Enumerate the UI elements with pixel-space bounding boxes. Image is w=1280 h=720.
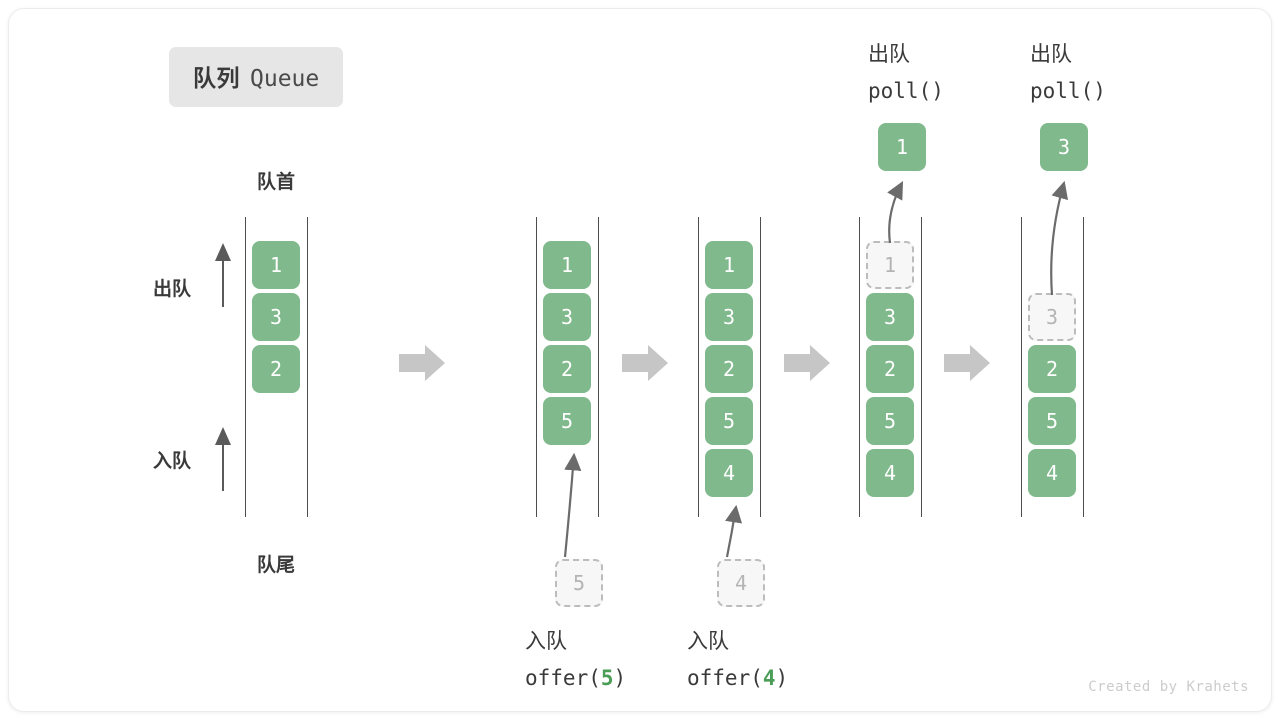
- queue-element-box: 1: [252, 241, 300, 289]
- title-english: Queue: [250, 66, 320, 92]
- offer-curve-arrow: [563, 452, 582, 558]
- operation-argument: 4: [762, 666, 776, 690]
- queue-rail-right: [921, 217, 922, 517]
- operation-label-code: offer(5): [525, 666, 627, 690]
- step-arrow-shape: [399, 345, 445, 381]
- watermark: Created by Krahets: [1088, 679, 1249, 695]
- operation-label-chinese: 入队: [687, 630, 729, 653]
- operation-label-offer-4: 入队 offer(4): [687, 624, 788, 696]
- queue-element-box: 4: [1028, 449, 1076, 497]
- popped-element-box: 1: [878, 123, 926, 171]
- operation-argument: 5: [600, 666, 614, 690]
- step-arrow-shape: [944, 345, 990, 381]
- queue-ghost-box: 1: [866, 241, 914, 289]
- step-arrow-1: [399, 345, 445, 381]
- queue-rail-left: [245, 217, 246, 517]
- queue-element-box: 3: [705, 293, 753, 341]
- queue-element-box: 2: [866, 345, 914, 393]
- step-arrow-2: [622, 345, 668, 381]
- queue-element-box: 3: [866, 293, 914, 341]
- queue-element-box: 5: [705, 397, 753, 445]
- queue-element-box: 5: [543, 397, 591, 445]
- enqueue-side-label: 入队: [153, 451, 192, 472]
- queue-element-box: 2: [543, 345, 591, 393]
- step-arrow-3: [784, 345, 830, 381]
- operation-label-code: poll(): [868, 79, 944, 103]
- operation-label-chinese: 出队: [1030, 43, 1072, 66]
- queue-rail-right: [760, 217, 761, 517]
- queue-element-box: 2: [1028, 345, 1076, 393]
- operation-label-poll-3: 出队 poll(): [1030, 37, 1106, 109]
- poll-curve-arrow: [1050, 180, 1069, 296]
- step-arrow-shape: [622, 345, 668, 381]
- operation-label-chinese: 出队: [868, 43, 910, 66]
- pending-enqueue-ghost-box: 4: [717, 559, 765, 607]
- queue-rail-left: [859, 217, 860, 517]
- dequeue-side-label: 出队: [153, 279, 192, 300]
- operation-label-code: offer(4): [687, 666, 789, 690]
- queue-element-box: 3: [252, 293, 300, 341]
- queue-element-box: 5: [1028, 397, 1076, 445]
- queue-head-label: 队首: [256, 172, 295, 193]
- queue-element-box: 3: [543, 293, 591, 341]
- step-arrow-4: [944, 345, 990, 381]
- operation-label-code: poll(): [1030, 79, 1106, 103]
- queue-rail-right: [1083, 217, 1084, 517]
- queue-element-box: 5: [866, 397, 914, 445]
- queue-rail-right: [598, 217, 599, 517]
- queue-rail-right: [307, 217, 308, 517]
- queue-element-box: 2: [705, 345, 753, 393]
- poll-curve-arrow: [887, 181, 904, 244]
- queue-rail-left: [698, 217, 699, 517]
- title-chinese: 队列: [193, 65, 240, 91]
- queue-element-box: 1: [543, 241, 591, 289]
- operation-label-chinese: 入队: [525, 630, 567, 653]
- queue-ghost-box: 3: [1028, 293, 1076, 341]
- step-arrow-shape: [784, 345, 830, 381]
- queue-element-box: 2: [252, 345, 300, 393]
- operation-label-poll-1: 出队 poll(): [868, 37, 944, 109]
- popped-element-box: 3: [1040, 123, 1088, 171]
- queue-element-box: 1: [705, 241, 753, 289]
- pending-enqueue-ghost-box: 5: [555, 559, 603, 607]
- queue-element-box: 4: [866, 449, 914, 497]
- queue-rail-left: [1021, 217, 1022, 517]
- queue-rail-left: [536, 217, 537, 517]
- offer-curve-arrow: [725, 504, 743, 558]
- queue-element-box: 4: [705, 449, 753, 497]
- diagram-title-badge: 队列 Queue: [169, 47, 344, 107]
- queue-tail-label: 队尾: [256, 555, 295, 576]
- operation-label-offer-5: 入队 offer(5): [525, 624, 626, 696]
